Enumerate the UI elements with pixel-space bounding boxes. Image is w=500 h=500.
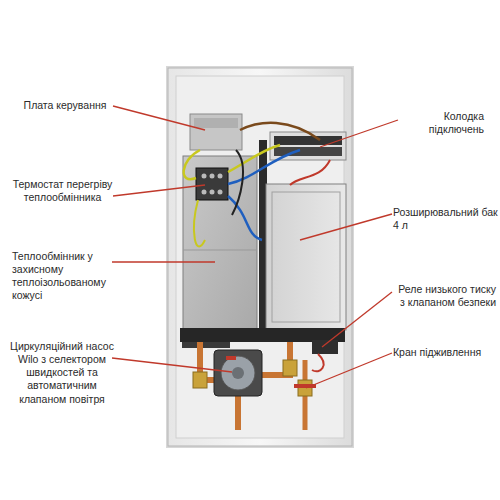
terminal-screw xyxy=(202,174,207,179)
wire xyxy=(194,200,205,246)
wire xyxy=(184,150,200,179)
pressure-relay xyxy=(312,340,338,354)
brass-fitting xyxy=(283,360,297,376)
expansion-tank xyxy=(266,184,346,330)
terminal-screw xyxy=(210,190,215,195)
leader-line xyxy=(113,106,205,130)
terminal-screw xyxy=(210,174,215,179)
leader-line xyxy=(320,120,398,147)
wire xyxy=(232,150,243,215)
control-board-cover xyxy=(194,118,238,128)
callout-label: Колодка підключень xyxy=(396,110,484,136)
callout-label: Реле низького тиску з клапаном безпеки xyxy=(392,283,496,309)
callout-label: Плата керування xyxy=(15,99,115,112)
callout-label: Теплообмінник у захисному теплоізольован… xyxy=(12,250,116,303)
callout-label: Розширювальний бак 4 л xyxy=(393,206,499,232)
terminal-row xyxy=(274,136,342,145)
terminal-screw xyxy=(218,190,223,195)
circulation-pump xyxy=(214,350,262,396)
copper-pipe xyxy=(235,395,241,430)
brass-fitting xyxy=(193,372,207,388)
terminal-screw xyxy=(202,190,207,195)
pump-selector xyxy=(232,367,244,379)
callout-label: Термостат перегріву теплообмінника xyxy=(10,178,115,204)
terminal-screw xyxy=(218,174,223,179)
terminal-row xyxy=(274,147,342,156)
mounting-bracket xyxy=(182,342,230,348)
cabinet-shadow xyxy=(166,66,354,448)
mounting-bracket xyxy=(180,328,345,342)
boiler-cabinet xyxy=(168,68,352,446)
leader-line xyxy=(306,353,392,388)
terminal-block xyxy=(270,132,346,160)
leader-line xyxy=(112,358,232,372)
leader-line xyxy=(322,292,392,347)
wire xyxy=(228,196,262,240)
control-board xyxy=(190,114,242,150)
heat-exchanger-shroud xyxy=(183,156,257,330)
thermostat-block xyxy=(196,168,228,200)
pump-badge xyxy=(226,356,236,360)
shroud-seam xyxy=(183,250,257,251)
wire xyxy=(228,145,280,172)
wire xyxy=(240,123,320,140)
tank-outline xyxy=(272,192,340,322)
leader-line xyxy=(113,185,205,196)
leader-line xyxy=(112,261,215,262)
pump-head xyxy=(221,356,255,390)
leader-lines xyxy=(112,106,398,388)
leader-line xyxy=(300,214,392,240)
wire xyxy=(290,160,330,185)
wire xyxy=(312,354,324,371)
callout-label: Кран підживлення xyxy=(393,346,497,359)
callout-label: Циркуляційний насос Wilo з селектором шв… xyxy=(6,340,118,406)
